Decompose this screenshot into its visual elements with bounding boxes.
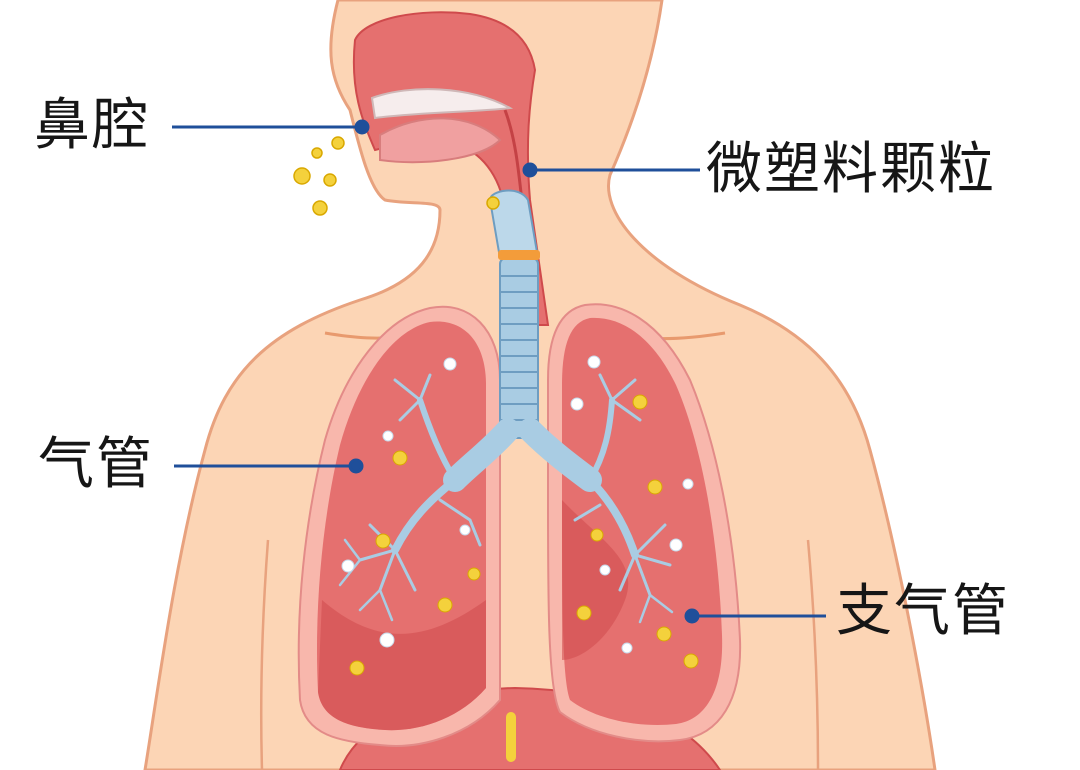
right-main-bronchus [518, 418, 602, 492]
lung-particles-yellow [349, 394, 699, 676]
left-main-bronchus [443, 418, 520, 492]
trachea-tube [488, 189, 540, 439]
right-arm-line [806, 539, 820, 770]
palate [370, 88, 514, 120]
right-lung-lobe [562, 500, 629, 660]
stomach-mark [506, 712, 516, 762]
label-bronchus: 支气管 [836, 579, 1010, 644]
left-bronchial-tree [338, 373, 482, 622]
left-arm-line [260, 539, 270, 770]
label-trachea: 气管 [38, 432, 154, 497]
label-nasal-cavity: 鼻腔 [34, 93, 150, 158]
tongue [379, 117, 502, 164]
lung-particles-white [341, 355, 694, 654]
inhaled-particles [293, 136, 500, 216]
leader-lines [172, 119, 826, 624]
left-lung-lobe [318, 600, 486, 731]
right-bronchial-tree [573, 373, 674, 624]
label-microplastic-particles: 微塑料颗粒 [706, 137, 996, 202]
